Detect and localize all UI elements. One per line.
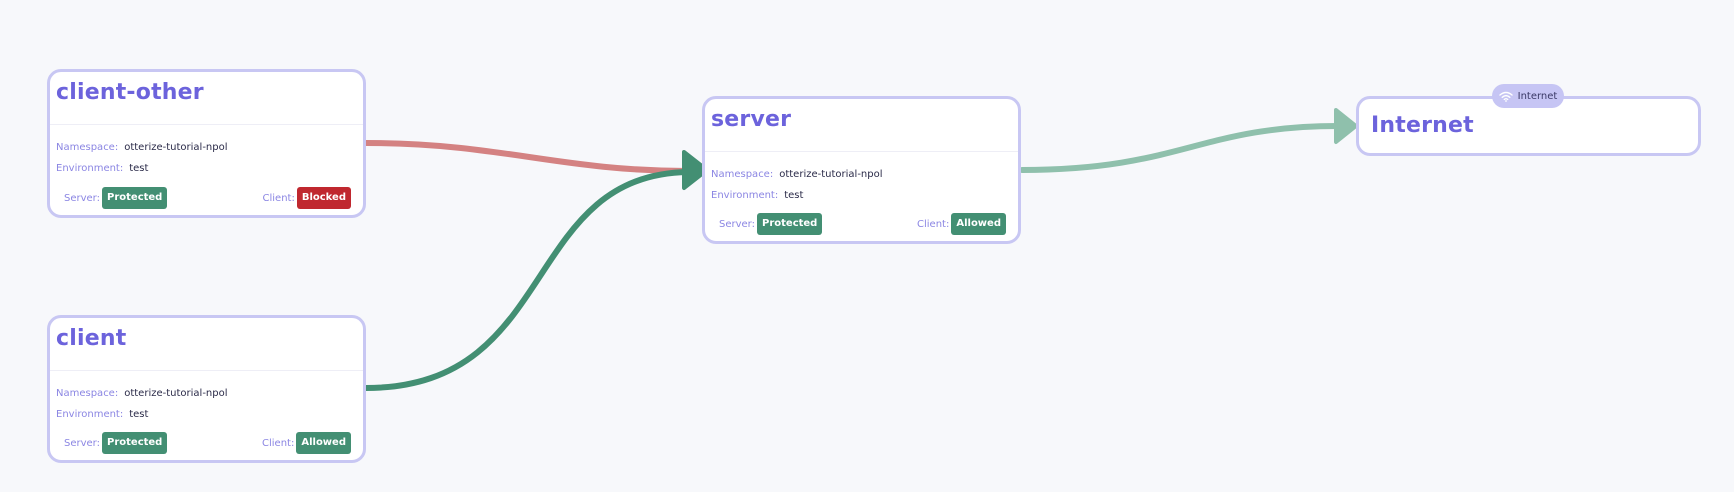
environment-value: test	[129, 163, 149, 174]
client-status: Client: Blocked	[262, 187, 351, 209]
namespace-label: Namespace:	[711, 169, 774, 180]
environment-row: Environment: test	[711, 190, 803, 201]
namespace-label: Namespace:	[56, 388, 119, 399]
environment-row: Environment: test	[56, 163, 148, 174]
edge-client-other-to-server[interactable]	[363, 140, 691, 174]
client-label: Client:	[262, 192, 295, 204]
status-badge: Protected	[757, 213, 823, 235]
client-status: Client: Allowed	[917, 213, 1006, 235]
server-label: Server:	[719, 218, 755, 230]
status-badge: Protected	[102, 432, 168, 454]
server-label: Server:	[64, 437, 100, 449]
client-label: Client:	[917, 218, 950, 230]
environment-value: test	[129, 409, 149, 420]
node-client-other[interactable]: client-other Namespace: otterize-tutorial…	[47, 69, 366, 218]
namespace-value: otterize-tutorial-npol	[124, 388, 228, 399]
status-badge: Blocked	[296, 187, 351, 209]
client-status: Client: Allowed	[262, 432, 351, 454]
divider	[705, 151, 1018, 152]
node-title: client	[56, 326, 127, 351]
node-server[interactable]: server Namespace:otterize-tutorial-npol …	[702, 96, 1021, 244]
namespace-row: Namespace: otterize-tutorial-npol	[711, 169, 883, 180]
internet-tag: Internet	[1492, 84, 1564, 108]
server-status: Server: Protected	[64, 432, 168, 454]
arrowhead-server-icon	[682, 150, 709, 190]
node-title: server	[711, 107, 792, 132]
edge-server-to-internet[interactable]	[1019, 123, 1341, 173]
node-title: client-other	[56, 80, 204, 105]
status-row: Server: Protected Client: Blocked	[50, 187, 363, 209]
status-badge: Protected	[102, 187, 168, 209]
status-badge: Allowed	[296, 432, 351, 454]
environment-label: Environment:	[56, 409, 124, 420]
status-row: Server: Protected Client: Allowed	[705, 213, 1018, 235]
namespace-row: Namespace: otterize-tutorial-npol	[56, 388, 228, 399]
server-status: Server: Protected	[64, 187, 168, 209]
divider	[50, 370, 363, 371]
namespace-label: Namespace:	[56, 142, 119, 153]
environment-label: Environment:	[711, 190, 779, 201]
server-status: Server: Protected	[719, 213, 823, 235]
divider	[50, 124, 363, 125]
node-client[interactable]: client Namespace:otterize-tutorial-npol …	[47, 315, 366, 463]
namespace-value: otterize-tutorial-npol	[779, 169, 883, 180]
wifi-icon	[1498, 91, 1513, 102]
environment-value: test	[784, 190, 804, 201]
internet-tag-label: Internet	[1517, 90, 1558, 102]
edge-client-to-server[interactable]	[363, 169, 691, 391]
status-badge: Allowed	[951, 213, 1006, 235]
environment-label: Environment:	[56, 163, 124, 174]
namespace-row: Namespace: otterize-tutorial-npol	[56, 142, 228, 153]
node-title: Internet	[1371, 113, 1474, 138]
server-label: Server:	[64, 192, 100, 204]
namespace-value: otterize-tutorial-npol	[124, 142, 228, 153]
status-row: Server: Protected Client: Allowed	[50, 432, 363, 454]
arrowhead-internet-icon	[1334, 108, 1358, 144]
client-label: Client:	[262, 437, 295, 449]
environment-row: Environment: test	[56, 409, 148, 420]
